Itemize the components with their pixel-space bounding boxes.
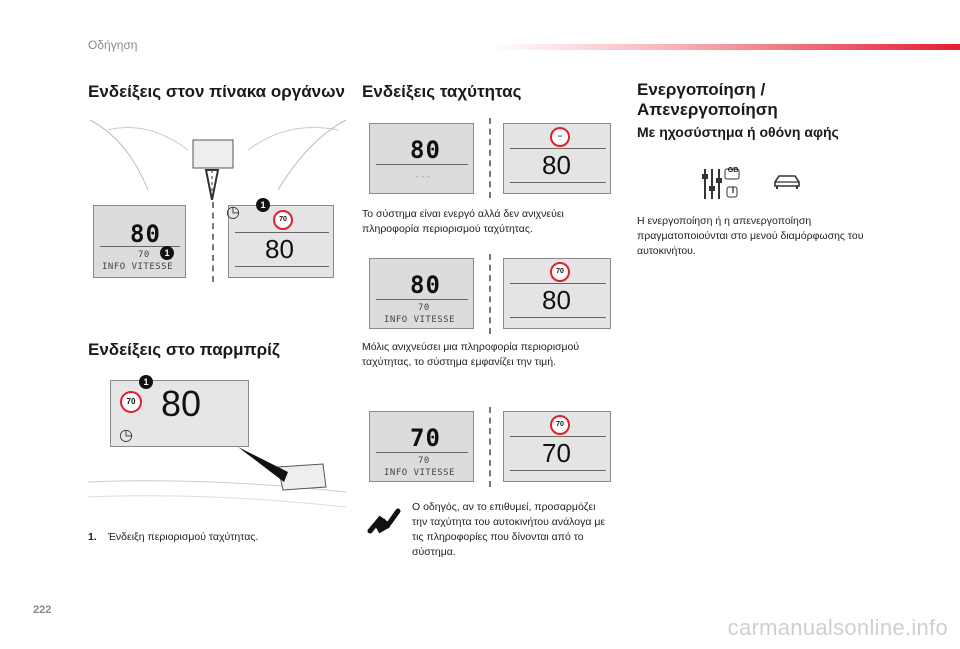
section-title-speed: Ενδείξεις ταχύτητας — [362, 82, 522, 101]
settings-sliders-icon — [702, 168, 740, 199]
windscreen-illustration: 70 80 ◷ 1 — [88, 372, 348, 522]
speed-caption-1: Το σύστημα είναι ενεργό αλλά δεν ανιχνεύ… — [362, 208, 564, 235]
hand-adjust-icon — [367, 508, 401, 534]
header-accent-bar — [490, 44, 960, 50]
speed-caption-3: Ο οδηγός, αν το επιθυμεί, προσαρμόζει τη… — [412, 501, 606, 558]
i-label: I — [731, 186, 735, 195]
limit-readout: 70 — [418, 456, 430, 466]
speed-limit-sign: 70 — [273, 210, 293, 230]
speedometer-icon: ◷ — [119, 427, 133, 444]
head-up-display-drawing — [88, 447, 347, 508]
speed-readout: 80 — [265, 234, 294, 264]
limit-readout: 70 — [418, 303, 430, 313]
instrument-cluster-drawing — [89, 119, 347, 200]
hud-display: 70 80 ◷ — [110, 380, 249, 447]
speed-limit-sign: 70 — [550, 262, 570, 282]
cluster-display-right: 70 70 — [503, 411, 611, 482]
section-title-dashboard: Ενδείξεις στον πίνακα οργάνων — [88, 82, 345, 101]
car-icon — [774, 175, 800, 189]
cluster-display-left: 80 --- — [369, 123, 474, 194]
footnote: 1. Ένδειξη περιορισμού ταχύτητας. — [88, 530, 258, 545]
speed-limit-sign: 70 — [550, 415, 570, 435]
info-vitesse-label: INFO VITESSE — [384, 468, 456, 478]
cluster-display-right: -- 80 — [503, 123, 611, 194]
cluster-display-left: 80 70 INFO VITESSE — [369, 258, 474, 329]
section-title-activation: Ενεργοποίηση / Απενεργοποίηση — [637, 80, 778, 119]
section-subtitle-activation: Με ηχοσύστημα ή οθόνη αφής — [637, 124, 839, 140]
cluster-display-right: 70 80 — [228, 205, 334, 278]
speed-readout: 80 — [542, 150, 571, 180]
callout-1: 1 — [256, 198, 270, 212]
speed-readout: 80 — [161, 383, 202, 424]
info-vitesse-label: INFO VITESSE — [102, 262, 174, 272]
cluster-display-left: 70 70 INFO VITESSE — [369, 411, 474, 482]
speed-readout: 80 — [130, 220, 161, 248]
speedometer-icon: ◷ — [226, 204, 240, 221]
speed-readout: 80 — [410, 136, 441, 164]
page-number: 222 — [33, 604, 52, 616]
speed-readout: 80 — [410, 271, 441, 299]
speed-limit-sign: 70 — [120, 391, 142, 413]
speed-caption-2: Μόλις ανιχνεύσει μια πληροφορία περιορισ… — [362, 341, 580, 368]
speed-readout: 80 — [542, 285, 571, 315]
cluster-display-left: 80 70 INFO VITESSE 1 — [93, 205, 186, 278]
watermark: carmanualsonline.info — [727, 615, 948, 640]
activation-text: Η ενεργοποίηση ή η απενεργοποίηση πραγμα… — [637, 215, 864, 257]
limit-readout: --- — [414, 172, 432, 182]
callout-1: 1 — [139, 375, 153, 389]
speed-readout: 70 — [410, 424, 441, 452]
limit-readout: 70 — [138, 250, 150, 260]
chapter-title: Οδήγηση — [88, 38, 138, 52]
info-vitesse-label: INFO VITESSE — [384, 315, 456, 325]
callout-1: 1 — [160, 246, 174, 260]
section-title-windscreen: Ενδείξεις στο παρμπρίζ — [88, 340, 280, 359]
footnote-text: Ένδειξη περιορισμού ταχύτητας. — [107, 531, 259, 543]
footnote-number: 1. — [88, 531, 97, 543]
speed-limit-sign: -- — [550, 127, 570, 147]
speed-readout: 70 — [542, 438, 571, 468]
gb-label: GB — [727, 167, 739, 174]
cluster-display-right: 70 80 — [503, 258, 611, 329]
dashboard-illustration: 80 70 INFO VITESSE 1 70 80 ◷ 1 — [88, 110, 348, 305]
